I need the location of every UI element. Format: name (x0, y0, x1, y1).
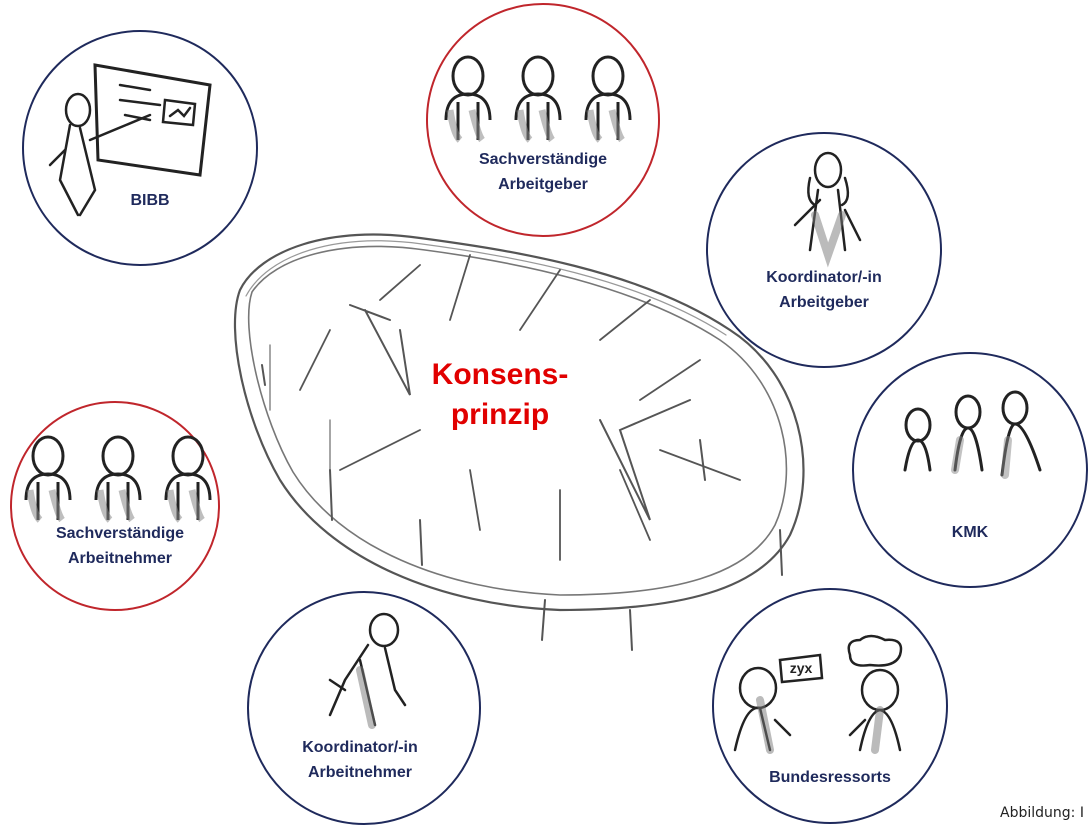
label-sv-arbeitnehmer-line2: Arbeitnehmer (67, 550, 173, 567)
label-sv-arbeitnehmer: Sachverständige Arbeitnehmer (30, 521, 210, 571)
center-line2: prinzip (450, 398, 550, 431)
label-ko-arbeitnehmer-line1: Koordinator/-in (302, 739, 418, 756)
label-ko-arbeitnehmer: Koordinator/-in Arbeitnehmer (270, 735, 450, 785)
conference-table-sketch (233, 233, 805, 651)
label-ko-arbeitgeber-line2: Arbeitgeber (779, 294, 869, 311)
figure-credit: Abbildung: I (1000, 805, 1084, 821)
label-bibb-line1: BIBB (130, 192, 170, 209)
coordinator-woman-icon (793, 151, 862, 268)
center-line1: Konsens- (431, 358, 569, 391)
label-sv-arbeitgeber: Sachverständige Arbeitgeber (448, 147, 638, 197)
circle-sv-arbeitnehmer (10, 401, 220, 611)
discussion-icon (733, 634, 903, 754)
label-bundesressorts-line1: Bundesressorts (769, 769, 891, 786)
label-sv-arbeitgeber-line2: Arbeitgeber (498, 176, 588, 193)
label-ko-arbeitnehmer-line2: Arbeitnehmer (307, 764, 413, 781)
coordinator-man-icon (328, 612, 407, 729)
label-ko-arbeitgeber-line1: Koordinator/-in (766, 269, 882, 286)
circle-ko-arbeitnehmer (247, 591, 481, 825)
label-kmk: KMK (920, 520, 1020, 545)
circle-bibb (22, 30, 258, 266)
presenter-icon (48, 63, 212, 217)
label-kmk-line1: KMK (951, 524, 989, 541)
circle-bundesressorts (712, 588, 948, 824)
consensus-principle-label: Konsens- prinzip (400, 355, 600, 435)
label-ko-arbeitgeber: Koordinator/-in Arbeitgeber (734, 265, 914, 315)
kmk-persons-icon (903, 390, 1042, 479)
circle-kmk (852, 352, 1088, 588)
board-text: zyx (790, 660, 813, 676)
label-bibb: BIBB (100, 188, 200, 213)
label-sv-arbeitnehmer-line1: Sachverständige (55, 525, 185, 542)
label-bundesressorts: Bundesressorts (740, 765, 920, 790)
label-sv-arbeitgeber-line1: Sachverständige (478, 151, 608, 168)
